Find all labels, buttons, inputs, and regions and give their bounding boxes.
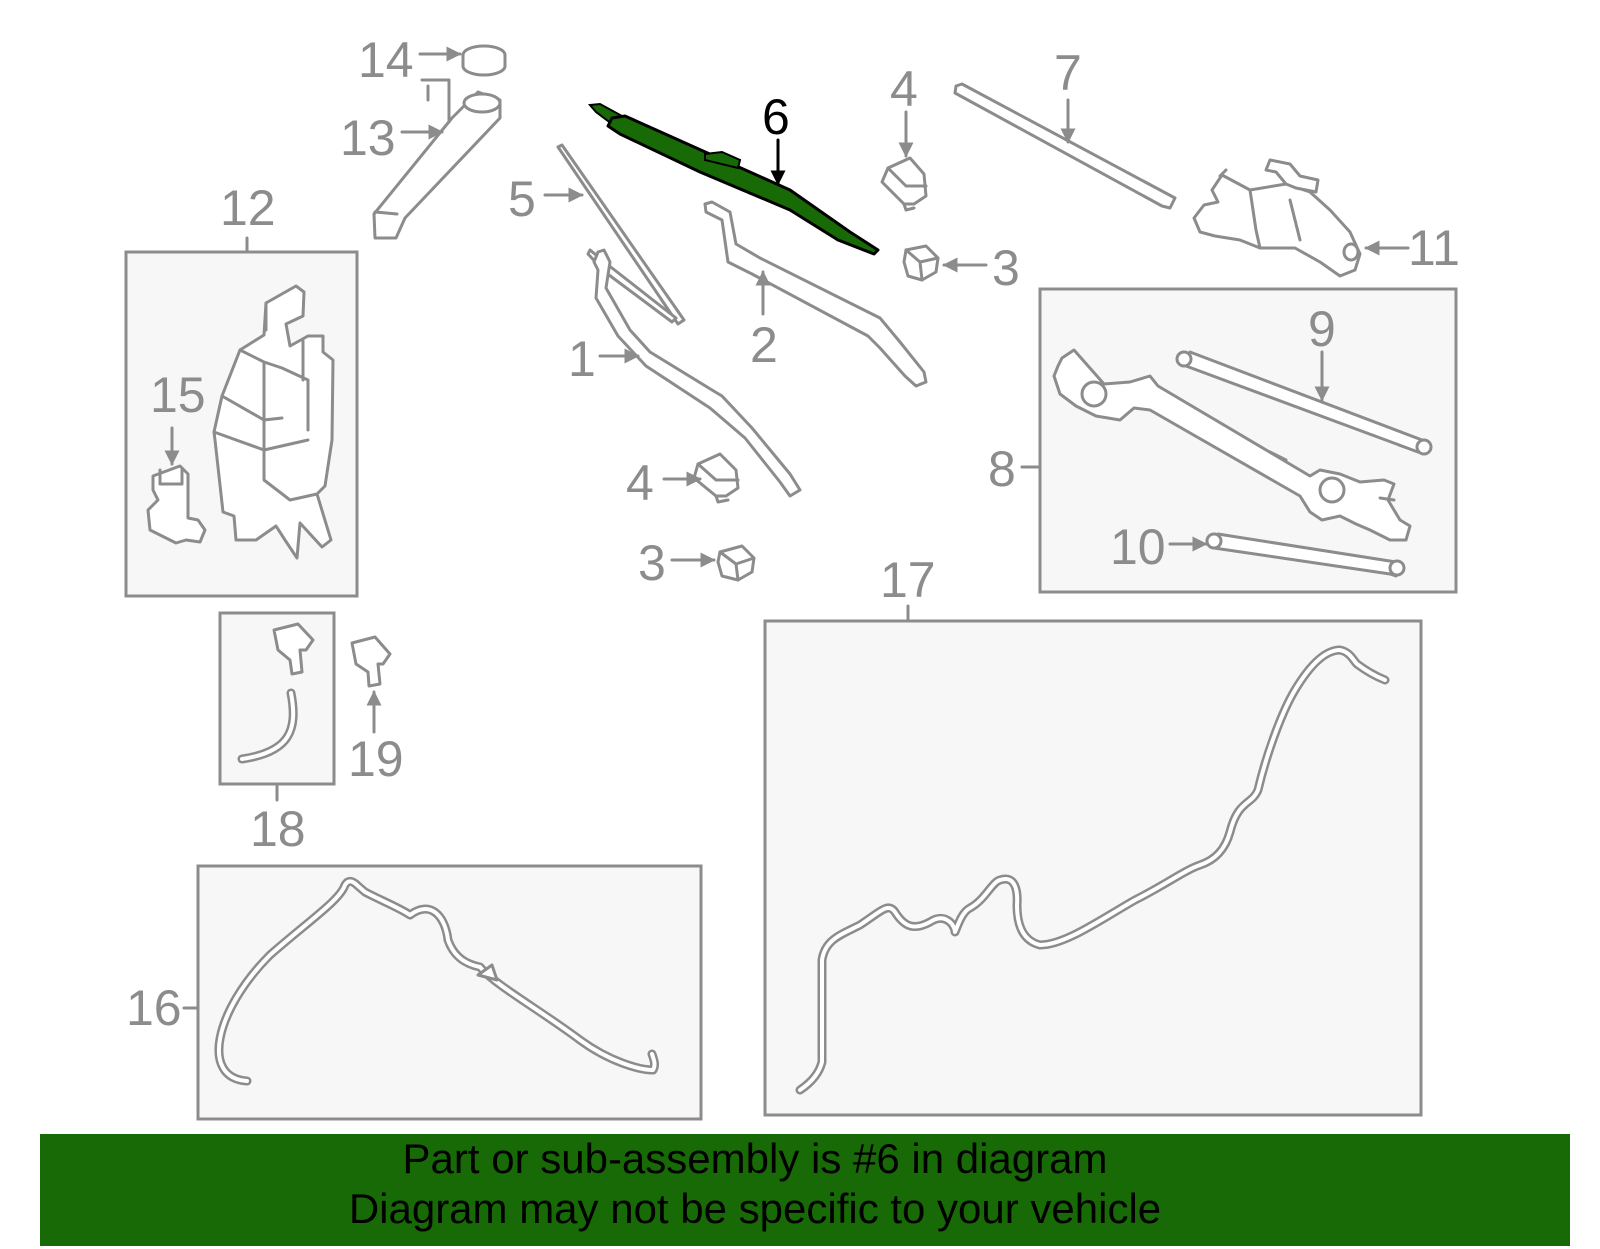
part-13-filler-neck[interactable]: [372, 78, 502, 240]
part-3-nut-upper[interactable]: [902, 244, 940, 282]
part-4-cap-upper[interactable]: [880, 156, 928, 212]
callout-4-lower: 4: [626, 455, 654, 511]
callout-18: 18: [250, 801, 306, 857]
callout-3-lower: 3: [638, 535, 666, 591]
part-18-hose[interactable]: [237, 622, 315, 764]
callout-8: 8: [988, 441, 1016, 497]
callout-3-upper: 3: [992, 240, 1020, 296]
part-7-wiper-blade-refill[interactable]: [953, 82, 1177, 210]
part-9-connecting-rod[interactable]: [1175, 350, 1433, 456]
part-6-wiper-blade-right[interactable]: [587, 102, 880, 256]
part-11-wiper-motor[interactable]: [1192, 158, 1362, 278]
part-14-cap[interactable]: [461, 44, 507, 77]
part-5-wiper-blade-left[interactable]: [556, 143, 686, 326]
part-3-nut-lower[interactable]: [716, 544, 756, 582]
part-12-washer-reservoir[interactable]: [212, 284, 335, 560]
callout-14: 14: [358, 32, 414, 88]
part-10-connecting-rod[interactable]: [1205, 532, 1406, 578]
part-1-wiper-arm-left[interactable]: [592, 248, 802, 498]
callout-5: 5: [508, 171, 536, 227]
callout-11: 11: [1408, 220, 1460, 276]
callout-6: 6: [762, 89, 790, 145]
callout-17: 17: [880, 552, 936, 608]
leader-lines: [164, 46, 1410, 1010]
box-16-hose: [196, 864, 703, 1121]
callout-numbers: 14 13 12 15 5 1 2 6 4 4 3 3 7 11 9 8 10 …: [126, 32, 1460, 1036]
callout-12: 12: [220, 180, 276, 236]
callout-7: 7: [1054, 45, 1082, 101]
banner-line-1: Part or sub-assembly is #6 in diagram: [402, 1135, 1108, 1182]
part-19-clip[interactable]: [350, 635, 392, 688]
part-8-wiper-linkage[interactable]: [1052, 348, 1412, 542]
info-banner: Part or sub-assembly is #6 in diagram Di…: [40, 1134, 1570, 1246]
part-16-hose[interactable]: [214, 876, 660, 1086]
callout-2: 2: [750, 317, 778, 373]
callout-15: 15: [150, 367, 206, 423]
banner-line-2: Diagram may not be specific to your vehi…: [348, 1185, 1162, 1232]
callout-10: 10: [1110, 519, 1166, 575]
callout-19: 19: [348, 731, 404, 787]
part-17-hose[interactable]: [795, 645, 1390, 1095]
box-17-hose: [763, 619, 1423, 1117]
part-15-washer-pump[interactable]: [146, 464, 207, 545]
callout-13: 13: [340, 110, 396, 166]
callout-4-upper: 4: [890, 61, 918, 117]
callout-16: 16: [126, 980, 182, 1036]
part-2-wiper-arm-right[interactable]: [703, 200, 928, 388]
callout-9: 9: [1308, 301, 1336, 357]
callout-1: 1: [568, 331, 596, 387]
